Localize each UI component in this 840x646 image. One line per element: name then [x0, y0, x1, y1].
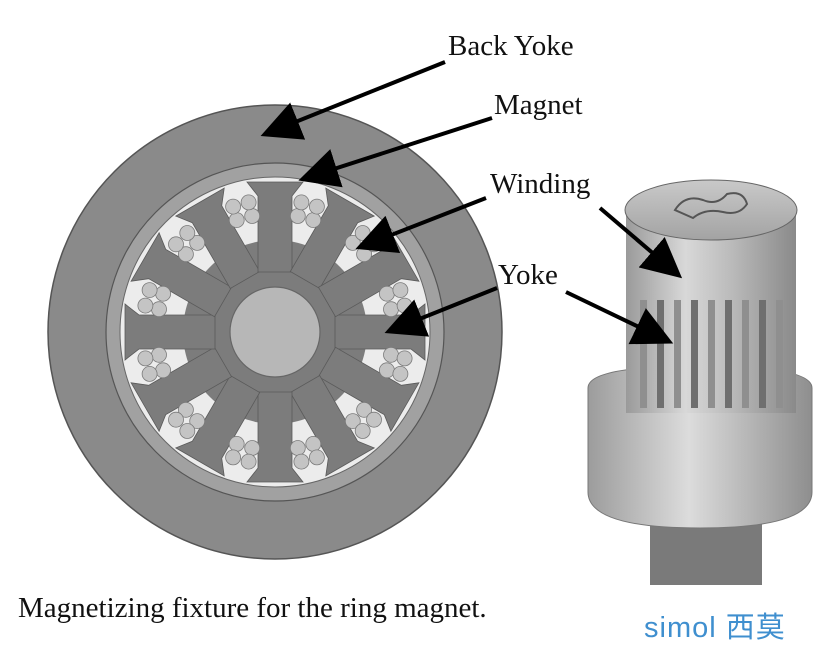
fixture-shaft: [650, 520, 762, 585]
winding-conductor: [354, 423, 371, 439]
winding-conductor: [177, 246, 194, 263]
fixture-rib: [657, 300, 664, 408]
arrow-winding-diagram: [355, 196, 487, 253]
yoke: [124, 181, 426, 483]
winding-conductor: [305, 435, 322, 452]
arrow-winding-photo: [598, 206, 683, 279]
winding-conductor: [293, 453, 310, 470]
label-back-yoke: Back Yoke: [448, 30, 574, 62]
yoke-tooth: [174, 374, 261, 477]
winding-conductor: [392, 282, 409, 299]
winding-conductor: [151, 301, 167, 318]
winding-conductor: [189, 234, 206, 251]
winding-conductor: [225, 449, 242, 466]
winding-conductor: [354, 225, 371, 241]
arrows: [260, 60, 683, 345]
winding-conductor: [168, 236, 184, 253]
figure-caption: Magnetizing fixture for the ring magnet.: [18, 592, 487, 624]
fixture-rib: [708, 300, 715, 408]
winding-conductor: [356, 401, 373, 418]
fixture-rib: [691, 300, 698, 408]
fixture-rib: [674, 300, 681, 408]
winding-conductor: [189, 413, 206, 430]
winding-conductor: [179, 225, 196, 241]
winding-conductor: [293, 194, 310, 211]
hub: [229, 286, 321, 378]
winding-conductor: [396, 297, 413, 314]
winding-conductor: [289, 208, 306, 224]
winding-conductor: [244, 440, 261, 456]
winding-conductor: [155, 362, 172, 379]
winding-conductor: [378, 362, 395, 379]
winding-conductor: [396, 350, 413, 367]
winding-conductor: [177, 401, 194, 418]
fixture-rib: [640, 300, 647, 408]
arrow-yoke-diagram: [384, 286, 498, 337]
yoke-tooth: [289, 374, 376, 477]
yoke-tooth: [124, 303, 216, 361]
winding-conductor: [383, 346, 399, 363]
winding-conductor: [305, 212, 322, 229]
winding-conductor: [289, 440, 306, 456]
winding-conductor: [228, 435, 245, 452]
yoke-tooth: [317, 346, 420, 433]
fixture-rib: [759, 300, 766, 408]
magnetizing-fixture-figure: Back Yoke Magnet Winding Yoke: [47, 30, 813, 585]
winding-conductor: [137, 297, 154, 314]
winding-conductor: [244, 208, 261, 224]
winding-conductor: [155, 285, 172, 302]
yoke-tooth: [246, 181, 304, 273]
yoke-tooth: [174, 187, 261, 290]
arrow-back-yoke: [260, 60, 446, 140]
winding-conductor: [228, 212, 245, 229]
winding-conductor: [225, 198, 242, 215]
arrow-magnet: [298, 116, 493, 188]
winding-conductor: [168, 411, 184, 428]
winding-conductor: [383, 301, 399, 318]
fixture-cap-engraving: [673, 192, 749, 220]
fixture-rib: [742, 300, 749, 408]
winding-conductor: [137, 350, 154, 367]
winding-conductor: [240, 194, 257, 211]
yoke-tooth: [130, 231, 233, 318]
winding-conductor: [151, 346, 167, 363]
winding-conductor: [141, 282, 158, 299]
label-winding: Winding: [490, 168, 590, 200]
windings: [137, 194, 413, 470]
winding-conductor: [141, 365, 158, 382]
winding-conductor: [392, 365, 409, 382]
label-magnet: Magnet: [494, 89, 583, 121]
fixture-yoke-ribs: [640, 300, 783, 408]
winding-conductor: [344, 413, 361, 430]
winding-conductor: [366, 411, 382, 428]
winding-conductor: [240, 453, 257, 470]
fixture-rib: [725, 300, 732, 408]
arrow-yoke-photo: [565, 290, 674, 345]
winding-conductor: [308, 198, 325, 215]
yoke-tooth: [246, 391, 304, 483]
fixture-photo: [587, 179, 813, 585]
watermark-logo: simol 西莫: [644, 612, 786, 644]
label-yoke: Yoke: [498, 259, 558, 291]
winding-conductor: [179, 423, 196, 439]
cross-section-diagram: [47, 104, 503, 560]
winding-conductor: [378, 285, 395, 302]
fixture-rib: [776, 300, 783, 408]
winding-conductor: [308, 449, 325, 466]
yoke-tooth: [130, 346, 233, 433]
